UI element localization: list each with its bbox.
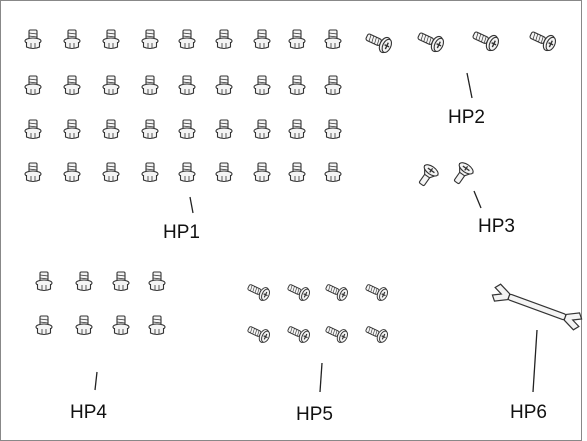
hp2-screw bbox=[365, 33, 393, 54]
hp1-screw bbox=[141, 119, 159, 140]
hp1-screw bbox=[102, 29, 120, 50]
hp1-screw bbox=[63, 119, 81, 140]
hp1-screw bbox=[141, 75, 159, 96]
hp1-screw bbox=[253, 162, 271, 183]
hp5-leader-line bbox=[319, 362, 323, 393]
hp4-screw bbox=[112, 315, 130, 336]
hp1-screw bbox=[215, 75, 233, 96]
hp1-screw bbox=[24, 75, 42, 96]
hp1-screw bbox=[253, 119, 271, 140]
hp5-screw bbox=[287, 284, 310, 301]
hp5-screw bbox=[325, 326, 348, 343]
hp3-leader-line bbox=[473, 190, 482, 209]
hp4-screw bbox=[75, 271, 93, 292]
hp4-screw bbox=[112, 271, 130, 292]
hp1-screw bbox=[178, 29, 196, 50]
hp1-screw bbox=[253, 29, 271, 50]
hp1-screw bbox=[24, 119, 42, 140]
hp6-parts bbox=[491, 283, 583, 331]
hp1-screw bbox=[215, 162, 233, 183]
hp5-label: HP5 bbox=[296, 404, 333, 425]
hp1-screw bbox=[288, 29, 306, 50]
hp1-label: HP1 bbox=[163, 222, 200, 243]
hp1-screw bbox=[24, 29, 42, 50]
hp1-screw bbox=[215, 119, 233, 140]
hp1-screw bbox=[324, 29, 342, 50]
hp1-screw bbox=[141, 29, 159, 50]
hp1-screw bbox=[141, 162, 159, 183]
hp1-screw bbox=[324, 162, 342, 183]
hp5-parts bbox=[247, 284, 388, 343]
hp1-screw bbox=[324, 119, 342, 140]
hp4-screw bbox=[148, 315, 166, 336]
hp1-parts bbox=[24, 29, 342, 183]
hp3-screw bbox=[453, 162, 474, 184]
hp4-screw bbox=[75, 315, 93, 336]
hp1-screw bbox=[102, 75, 120, 96]
hp4-screw bbox=[35, 271, 53, 292]
hp6-wrench bbox=[491, 283, 583, 331]
hp1-screw bbox=[63, 162, 81, 183]
hp4-label: HP4 bbox=[70, 402, 107, 423]
hp2-parts bbox=[365, 31, 557, 54]
hp4-parts bbox=[35, 271, 166, 336]
hp4-leader-line bbox=[94, 371, 98, 391]
hp1-screw bbox=[215, 29, 233, 50]
hp5-screw bbox=[325, 284, 348, 301]
hp1-screw bbox=[288, 75, 306, 96]
hp3-screw bbox=[418, 164, 439, 186]
hp5-screw bbox=[247, 326, 270, 343]
hp1-screw bbox=[63, 75, 81, 96]
hp2-label: HP2 bbox=[448, 107, 485, 128]
hp5-screw bbox=[365, 326, 388, 343]
hp1-screw bbox=[178, 75, 196, 96]
hp1-screw bbox=[102, 162, 120, 183]
hp6-leader-line bbox=[532, 329, 538, 393]
hp1-screw bbox=[63, 29, 81, 50]
hp6-label: HP6 bbox=[510, 402, 547, 423]
hp2-screw bbox=[529, 31, 557, 52]
hp3-label: HP3 bbox=[478, 216, 515, 237]
hp5-screw bbox=[247, 284, 270, 301]
hp1-leader-line bbox=[189, 196, 194, 214]
hp2-screw bbox=[472, 31, 500, 52]
hp1-screw bbox=[253, 75, 271, 96]
hp4-screw bbox=[148, 271, 166, 292]
hp1-screw bbox=[324, 75, 342, 96]
hp3-parts bbox=[418, 162, 474, 186]
hp1-screw bbox=[24, 162, 42, 183]
hp5-screw bbox=[287, 326, 310, 343]
hp5-screw bbox=[365, 284, 388, 301]
hp1-screw bbox=[178, 162, 196, 183]
hp2-leader-line bbox=[466, 72, 473, 99]
hp4-screw bbox=[35, 315, 53, 336]
hp1-screw bbox=[102, 119, 120, 140]
hp1-screw bbox=[178, 119, 196, 140]
hp1-screw bbox=[288, 162, 306, 183]
hp1-screw bbox=[288, 119, 306, 140]
hp2-screw bbox=[417, 32, 445, 53]
